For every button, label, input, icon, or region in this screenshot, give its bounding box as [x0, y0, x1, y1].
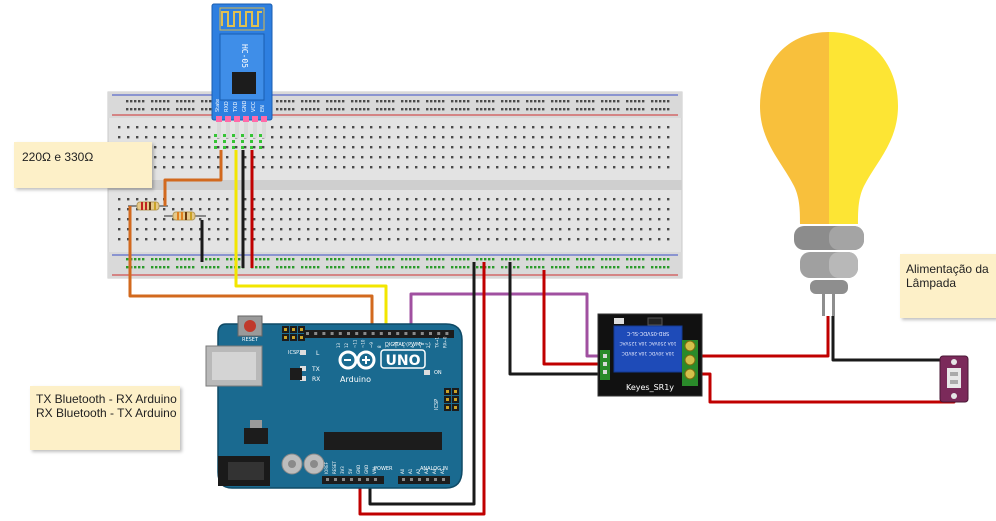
note-power-line2: Lâmpada [906, 276, 957, 290]
wire-purple [409, 292, 600, 358]
note-wiring-line2: RX Bluetooth - TX Arduino [36, 406, 177, 420]
reset-label: RESET [242, 337, 259, 343]
digital-pin-label: 8 [377, 345, 382, 348]
wire-red-relay [542, 270, 600, 366]
icsp-label: ICSP [434, 399, 440, 410]
digital-pin-label: ~10 [361, 339, 366, 348]
digital-pin-label: ~5 [402, 342, 407, 348]
note-wiring: TX Bluetooth - RX Arduino RX Bluetooth -… [30, 386, 180, 450]
power-pin-label: GND [356, 465, 361, 474]
icsp2-header [282, 326, 305, 341]
analog-pin-label: A3 [424, 468, 429, 474]
bluetooth-model-label: HC-05 [240, 44, 249, 68]
analog-pin-label: A2 [416, 468, 421, 474]
analog-pin-label: A0 [400, 468, 405, 474]
digital-pin-label: 4 [410, 345, 415, 348]
bt-pin [225, 116, 231, 122]
wire-red-lamp [690, 316, 830, 358]
note-power-line1: Alimentação da [906, 262, 989, 276]
relay-spec2: 10A 250VAC 10A 125VAC [620, 340, 677, 346]
power-pin-label: RESET [332, 461, 337, 474]
wire-red-arduino-5v [358, 262, 486, 516]
note-power: Alimentação da Lâmpada [900, 254, 996, 318]
arduino-uno-board: RESET ICSP2 L TX RX Arduino UNO DIGITAL … [205, 315, 463, 489]
note-resistors-text: 220Ω e 330Ω [22, 150, 94, 164]
bt-pin [216, 116, 222, 122]
digital-pin-label: RX←0 [443, 336, 448, 348]
bt-pin-label: GND [242, 100, 248, 112]
digital-pin-label: 13 [336, 342, 341, 348]
bt-pin-label: TXD [233, 102, 239, 113]
arduino-logo [338, 350, 376, 370]
arduino-model-label: UNO [386, 353, 421, 369]
digital-pin-label: ~11 [352, 339, 357, 348]
analog-pin-label: A4 [432, 468, 437, 474]
arduino-brand-label: Arduino [340, 375, 371, 384]
light-bulb [760, 32, 898, 316]
wire-red-power [690, 372, 956, 404]
relay-spec1: SRD-05VDC-SL-C [626, 330, 669, 336]
note-wiring-line1: TX Bluetooth - RX Arduino [36, 392, 177, 406]
bt-pin [234, 116, 240, 122]
relay-spec3: 10A 30VDC 10A 28VDC [622, 350, 675, 356]
led-l-label: L [316, 350, 320, 357]
wire-orange-tx [128, 206, 374, 330]
led-rx-label: RX [312, 376, 320, 383]
icsp-header [444, 388, 459, 411]
relay-module: SRD-05VDC-SL-C 10A 250VAC 10A 125VAC 10A… [597, 313, 703, 397]
digital-label: DIGITAL (PWM=~) [385, 342, 431, 348]
power-pin-label: 3V3 [340, 466, 345, 474]
bt-pin-label: RXD [224, 101, 230, 112]
wire-orange [163, 150, 223, 206]
digital-pin-label: 7 [385, 345, 390, 348]
digital-pin-label: 12 [344, 342, 349, 348]
analog-pin-label: A5 [440, 468, 445, 474]
bt-pin-label: EN [260, 105, 266, 112]
wire-black-relay [508, 262, 600, 376]
bt-pin-label: State [215, 99, 221, 112]
power-pin-label: GND [364, 465, 369, 474]
analog-pin-label: A1 [408, 468, 413, 474]
power-pin-label: VIN [372, 467, 377, 474]
power-connector [939, 355, 969, 403]
wire-black-lamp [831, 316, 956, 370]
digital-pin-label: TX→1 [434, 336, 439, 349]
digital-pin-label: ~6 [393, 342, 398, 348]
resistor-220 [128, 201, 168, 211]
wire-black-arduino-gnd [368, 262, 476, 506]
resistor-330 [164, 211, 206, 221]
bt-pin [252, 116, 258, 122]
digital-pin-label: 2 [426, 345, 431, 348]
bt-pin [261, 116, 267, 122]
power-pin-label: 5V [348, 468, 353, 474]
analog-label: ANALOG IN [420, 466, 448, 472]
relay-name-label: Keyes_SR1y [626, 383, 674, 392]
note-resistors: 220Ω e 330Ω [14, 142, 152, 188]
power-pin-label: IOREF [324, 461, 329, 474]
breadboard [107, 91, 683, 279]
power-label: POWER [374, 466, 393, 472]
on-label: ON [434, 370, 442, 376]
bt-pin [243, 116, 249, 122]
bt-pin-label: VCC [251, 101, 257, 112]
digital-pin-label: ~9 [369, 342, 374, 348]
led-tx-label: TX [311, 366, 320, 373]
icsp2-label: ICSP2 [288, 350, 302, 356]
wire-yellow [234, 150, 388, 330]
digital-pin-label: ~3 [418, 342, 423, 348]
